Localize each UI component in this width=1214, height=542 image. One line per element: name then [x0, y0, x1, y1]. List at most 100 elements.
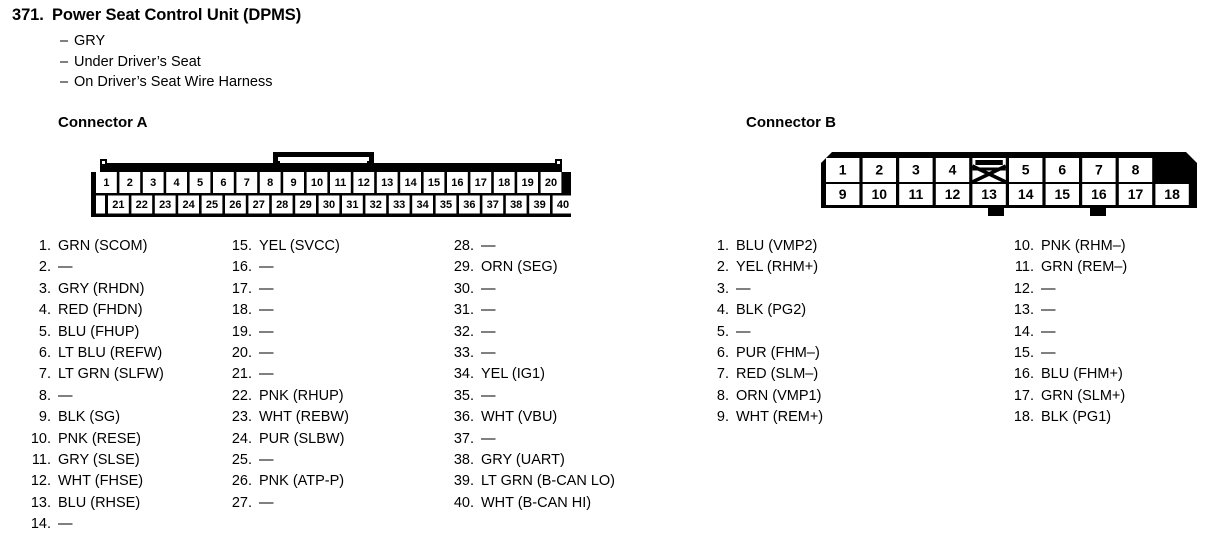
pin-value: —	[259, 323, 274, 340]
connector-a-pin-number: 37	[487, 199, 499, 211]
pin-index: 16.	[1013, 366, 1034, 383]
pin-value: LT GRN (B-CAN LO)	[481, 473, 616, 490]
pin-index: 10.	[1013, 238, 1034, 254]
connector-a-pin-row: 34.YEL (IG1)	[444, 364, 615, 385]
connector-a-pin-number: 25	[206, 199, 218, 211]
pin-index: 5.	[716, 323, 729, 340]
list-item: –GRY	[60, 31, 273, 52]
pin-value: —	[481, 302, 496, 319]
connector-b-pin-cell-10	[862, 184, 896, 205]
connector-a-pin-number: 29	[299, 199, 311, 211]
connector-a-pin-number: 32	[370, 199, 382, 211]
pin-value: —	[481, 387, 496, 404]
connector-a-pin-row: 22.PNK (RHUP)	[222, 386, 349, 407]
connector-b-pin-cell-14	[1009, 184, 1043, 205]
page-title: 371. Power Seat Control Unit (DPMS)	[12, 6, 301, 25]
pin-index: 1.	[38, 238, 51, 254]
pin-value: BLK (PG2)	[736, 302, 807, 319]
pin-index: 3.	[716, 280, 729, 297]
pin-value: RED (SLM–)	[736, 366, 819, 383]
connector-b-pin-row: 11.GRN (REM–)	[1004, 257, 1127, 278]
connector-a-pin-cell-20	[540, 172, 562, 193]
connector-a-pin-number: 8	[267, 177, 273, 189]
pin-index: 27.	[231, 494, 252, 511]
connector-a-pin-number: 30	[323, 199, 335, 211]
pin-value: PUR (SLBW)	[259, 430, 345, 447]
connector-a-pin-cell-2	[119, 172, 141, 193]
pin-index: 28.	[453, 238, 474, 254]
connector-a-pin-row: 16.—	[222, 257, 349, 278]
connector-a-pin-row: 20.—	[222, 343, 349, 364]
connector-b-pin-row: 14.—	[1004, 322, 1127, 343]
pin-value: WHT (VBU)	[481, 409, 558, 426]
connector-b-pin-number: 14	[1018, 186, 1034, 202]
pin-value: —	[736, 280, 751, 297]
pin-value: —	[259, 494, 274, 511]
connector-a-pin-number: 31	[346, 199, 358, 211]
connector-a-pin-cell-23	[154, 195, 176, 214]
connector-a-pin-row: 24.PUR (SLBW)	[222, 429, 349, 450]
connector-a-pin-number: 19	[521, 177, 533, 189]
pin-index: 37.	[453, 430, 474, 447]
pin-value: ORN (VMP1)	[736, 387, 822, 404]
connector-b-pin-row: 18.BLK (PG1)	[1004, 407, 1127, 428]
bullet-dash: –	[60, 53, 69, 70]
pin-index: 18.	[1013, 409, 1034, 426]
connector-a-tab-left-hole	[102, 161, 105, 164]
connector-a-pin-cell-17	[470, 172, 492, 193]
connector-a-pin-row: 37. —	[444, 429, 615, 450]
pin-index: 14.	[30, 516, 51, 533]
connector-a-pin-cell-35	[435, 195, 457, 214]
connector-b-pin-row: 9.WHT (REM+)	[699, 407, 823, 428]
connector-a-pin-list-column-2: 15.YEL (SVCC)16.—17.—18.—19.—20.—21.—22.…	[222, 236, 349, 514]
connector-b-pin-number: 8	[1132, 162, 1140, 178]
pin-index: 38.	[453, 452, 474, 469]
connector-a-pin-number: 24	[182, 199, 195, 211]
connector-a-pin-number: 4	[174, 177, 181, 189]
connector-a-pin-cell-26	[225, 195, 246, 214]
pin-value: ORN (SEG)	[481, 259, 558, 276]
pin-value: GRY (UART)	[481, 452, 565, 469]
connector-a-pin-cell-38	[505, 195, 527, 214]
connector-a-pin-row: 31. —	[444, 300, 615, 321]
pin-index: 33.	[453, 345, 474, 362]
pin-index: 2.	[38, 259, 51, 276]
connector-a-pin-cell-7	[236, 172, 258, 193]
pin-index: 12.	[30, 473, 51, 490]
connector-a-pin-number: 12	[358, 177, 370, 189]
connector-a-pin-cell-12	[353, 172, 375, 193]
pin-value: —	[481, 430, 496, 447]
pin-value: —	[736, 323, 751, 340]
pin-index: 31.	[453, 302, 474, 319]
pin-value: GRY (RHDN)	[58, 280, 145, 297]
connector-a-pin-number: 16	[451, 177, 463, 189]
connector-a-pin-number: 35	[440, 199, 452, 211]
connector-a-lock-bar	[273, 152, 374, 157]
pin-value: YEL (SVCC)	[259, 238, 340, 254]
pin-value: PNK (RESE)	[58, 430, 141, 447]
connector-b-pin-number: 1	[839, 162, 847, 178]
connector-a-blank-cell	[96, 195, 105, 214]
connector-a-pin-number: 26	[229, 199, 241, 211]
connector-b-pin-cell-18	[1155, 184, 1189, 205]
connector-a-pin-number: 5	[197, 177, 203, 189]
connector-a-pin-row: 25.—	[222, 450, 349, 471]
connector-a-pin-row: 26.PNK (ATP-P)	[222, 471, 349, 492]
connector-b-pin-number: 13	[981, 186, 997, 202]
pin-value: WHT (REM+)	[736, 409, 824, 426]
connector-a-pin-number: 2	[127, 177, 133, 189]
connector-a-pin-row: 9.BLK (SG)	[21, 407, 164, 428]
connector-a-pin-number: 38	[510, 199, 522, 211]
pin-index: 1.	[716, 238, 729, 254]
connector-a-pin-cell-19	[517, 172, 538, 193]
page-title-number: 371.	[12, 6, 44, 24]
pin-value: BLU (FHUP)	[58, 323, 140, 340]
connector-b-pin-number: 5	[1022, 162, 1030, 178]
connector-a-pin-row: 30.—	[444, 279, 615, 300]
connector-a-pin-cell-27	[248, 195, 270, 214]
connector-b-pin-number: 2	[875, 162, 883, 178]
connector-a-pin-cell-18	[493, 172, 515, 193]
pin-index: 3.	[38, 280, 51, 297]
page-title-text: Power Seat Control Unit (DPMS)	[52, 6, 302, 24]
